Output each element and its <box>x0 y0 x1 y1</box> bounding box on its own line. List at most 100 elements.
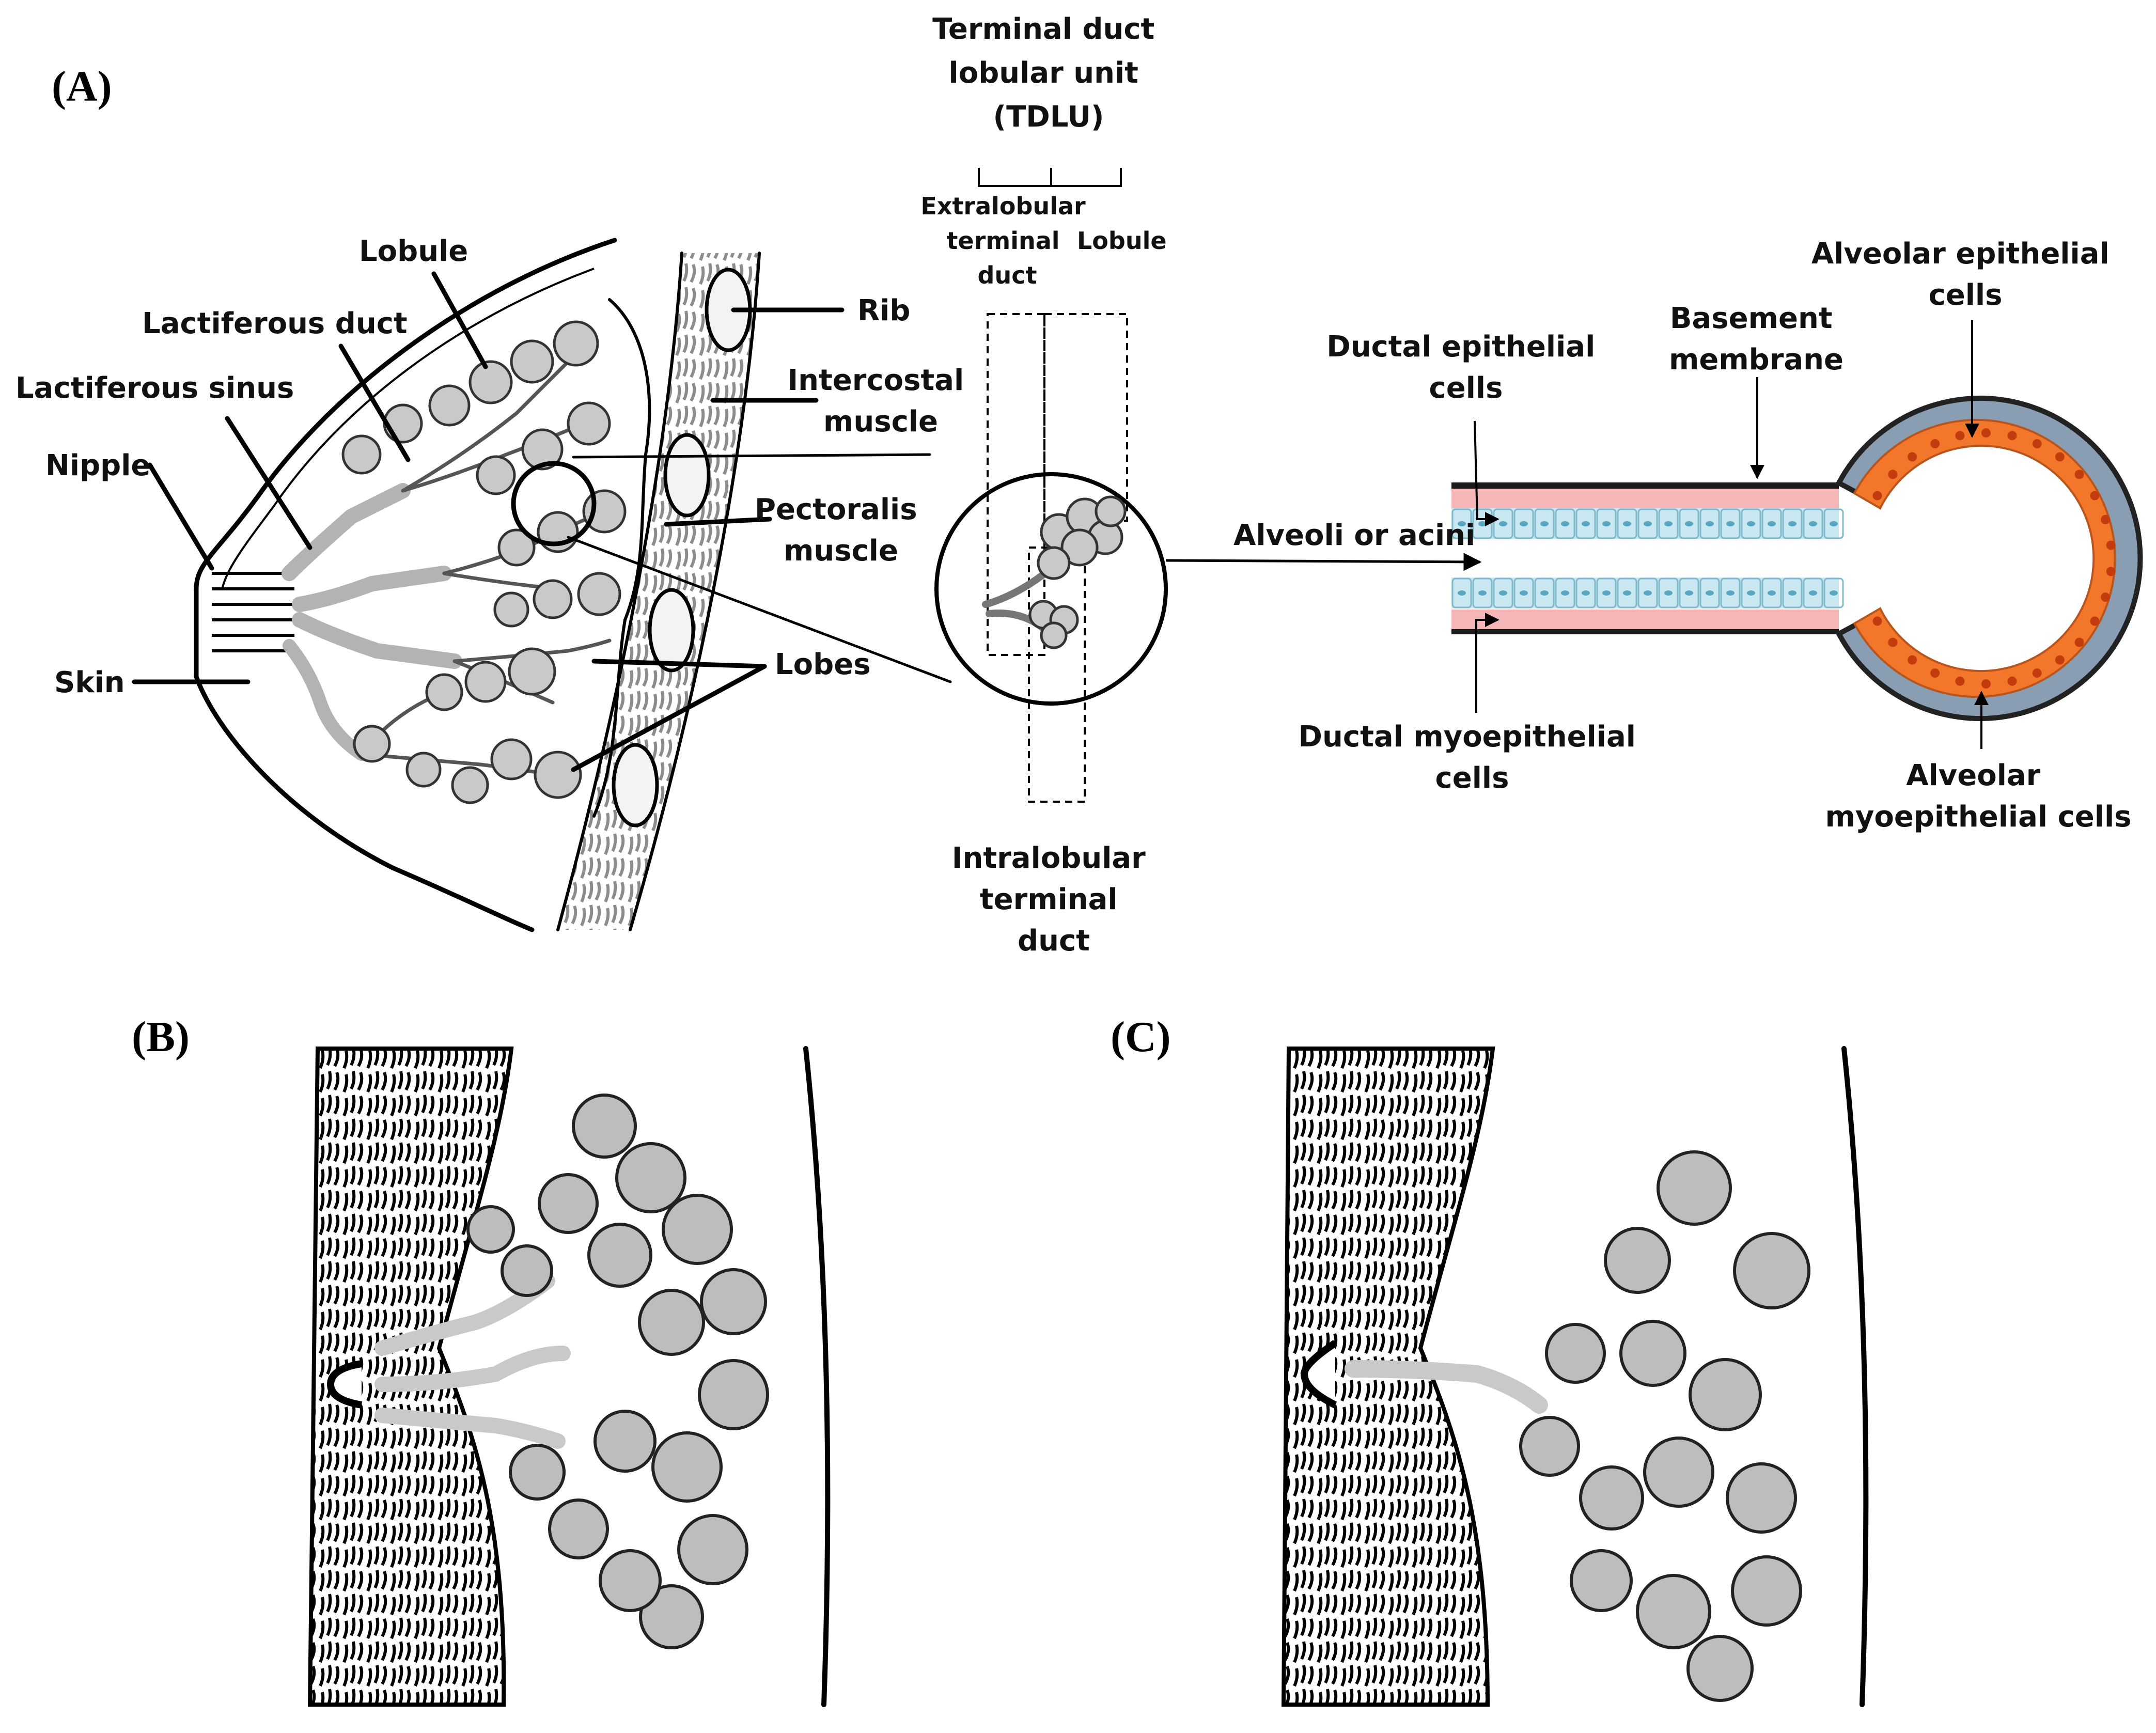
ductal-epithelial-nucleus <box>1623 521 1631 526</box>
ductal-epithelial-nucleus <box>1788 590 1796 596</box>
tdlu-drawing <box>934 168 1482 803</box>
lobule-cluster <box>698 1359 769 1430</box>
lobule-cluster <box>1636 1574 1711 1649</box>
lobule-cluster <box>1545 1323 1606 1384</box>
ductal-epithelial-cell <box>1617 577 1637 608</box>
lobule-cluster <box>1726 1462 1797 1534</box>
ductal-epithelial-cell <box>1679 577 1699 608</box>
lobule-label: Lobule <box>359 235 468 268</box>
ductal-epithelial-nucleus <box>1830 590 1838 596</box>
lobule-cluster <box>662 1194 733 1265</box>
lobule-cluster <box>1733 1232 1810 1309</box>
rib <box>612 743 659 828</box>
lobule-cluster <box>509 1444 566 1501</box>
lobule-cluster <box>1519 1416 1580 1477</box>
ductal-epithelial-cell <box>1720 577 1741 608</box>
ductal-epithelial-nucleus <box>1726 590 1735 596</box>
lactiferous-duct-label: Lactiferous duct <box>142 307 408 340</box>
ductal-epithelial-nucleus <box>1768 590 1776 596</box>
ductal-epithelial-cell <box>1637 508 1658 539</box>
panel-a-label: (A) <box>52 63 112 111</box>
ductal-epithelial-cell <box>1761 577 1782 608</box>
rib <box>663 433 711 518</box>
ductal-epithelial-nucleus <box>1685 521 1693 526</box>
ductal-epithelial-cell <box>1555 508 1575 539</box>
ductal-epithelial-cell <box>1658 577 1679 608</box>
ductal-epithelial-cell <box>1513 577 1534 608</box>
ductal-epithelial-nucleus <box>1809 521 1817 526</box>
lobule-cluster <box>615 1142 686 1213</box>
tdlu-title-label: Terminal duct lobular unit (TDLU) <box>932 12 1165 134</box>
ductal-epithelial-nucleus <box>1478 590 1487 596</box>
ductal-epithelial-cell <box>1534 508 1555 539</box>
ductal-epithelial-cell <box>1823 508 1844 539</box>
lobule-cluster <box>466 1205 515 1254</box>
lobule-cluster <box>651 1431 723 1503</box>
ductal-epithelial-nucleus <box>1540 590 1549 596</box>
alveolar-epithelial-nucleus <box>1888 637 1898 647</box>
ductal-epithelial-cell <box>1513 508 1534 539</box>
alveolar-epithelial-nucleus <box>2055 452 2065 462</box>
lobule-cluster <box>548 1498 609 1559</box>
rib-label: Rib <box>857 294 910 327</box>
panel-b-lobules <box>466 1094 769 1649</box>
ductal-epithelial-cell <box>1782 577 1803 608</box>
panel-b-label: (B) <box>132 1013 190 1061</box>
lobule-cluster <box>1731 1555 1802 1627</box>
lobule-cluster <box>638 1289 705 1356</box>
alveolar-epithelial-nucleus <box>2106 540 2116 550</box>
alveolar-epithelial-nucleus <box>2074 637 2084 647</box>
panel-c-label: (C) <box>1111 1013 1171 1061</box>
ductal-epithelial-cell <box>1761 508 1782 539</box>
lobule-cluster <box>677 1514 748 1585</box>
ductal-epithelial-nucleus <box>1602 521 1611 526</box>
alveolar-epithelial-nucleus <box>2090 491 2100 501</box>
ductal-epithelial-nucleus <box>1458 590 1466 596</box>
lobule-cluster <box>1686 1635 1754 1702</box>
lobule-cluster <box>599 1549 662 1612</box>
alveolar-epithelial-nucleus <box>2055 655 2065 665</box>
lobule-cluster <box>700 1268 767 1335</box>
pectoralis-muscle-label: Pectoralis muscle <box>755 493 927 568</box>
ductal-epithelial-nucleus <box>1830 521 1838 526</box>
lobule-cluster <box>501 1244 553 1297</box>
intercostal-muscle-label: Intercostal muscle <box>787 364 974 439</box>
alveolar-epithelial-nucleus <box>2074 470 2084 479</box>
ductal-epithelial-nucleus <box>1520 521 1528 526</box>
ductal-epithelial-nucleus <box>1768 521 1776 526</box>
ductal-epithelial-cell <box>1699 508 1720 539</box>
ductal-epithelial-nucleus <box>1561 521 1569 526</box>
ductal-epithelial-nucleus <box>1644 590 1652 596</box>
alveolar-epithelial-nucleus <box>1955 676 1965 686</box>
alveolar-epithelial-nucleus <box>1888 470 1898 479</box>
ductal-epithelial-nucleus <box>1561 590 1569 596</box>
alveolar-epithelial-nucleus <box>2032 668 2042 678</box>
ductal-epithelial-label: Ductal epithelial cells <box>1326 330 1605 405</box>
ductal-epithelial-nucleus <box>1478 521 1487 526</box>
ductal-epithelial-nucleus <box>1499 590 1507 596</box>
lobule-cluster <box>587 1223 652 1288</box>
ductal-epithelial-nucleus <box>1788 521 1796 526</box>
ductal-epithelial-cell <box>1741 508 1761 539</box>
alveolar-epithelial-nucleus <box>2101 514 2111 524</box>
ductal-epithelial-nucleus <box>1540 521 1549 526</box>
alveolar-epithelial-nucleus <box>1981 428 1991 438</box>
lobule-cluster <box>1619 1320 1686 1387</box>
ductal-epithelial-nucleus <box>1809 590 1817 596</box>
ductal-epithelial-cell <box>1782 508 1803 539</box>
ductal-epithelial-cell <box>1451 577 1472 608</box>
lobule-cluster <box>593 1410 657 1473</box>
lobule-cluster <box>1604 1227 1671 1294</box>
tdlu-magnifier <box>934 472 1168 706</box>
lobule-cluster <box>538 1173 599 1234</box>
ductal-epithelial-nucleus <box>1582 521 1590 526</box>
ductal-epithelial-nucleus <box>1623 590 1631 596</box>
ductal-epithelial-cell <box>1493 577 1513 608</box>
ductal-myoepithelial-label: Ductal myoepithelial cells <box>1299 720 1646 795</box>
alveolar-epithelial-nucleus <box>1981 679 1991 689</box>
alveolar-epithelial-label: Alveolar epithelial cells <box>1811 237 2119 312</box>
ductal-epithelial-cell <box>1534 577 1555 608</box>
ductal-epithelial-cell <box>1679 508 1699 539</box>
lobule-clusters <box>341 320 627 804</box>
